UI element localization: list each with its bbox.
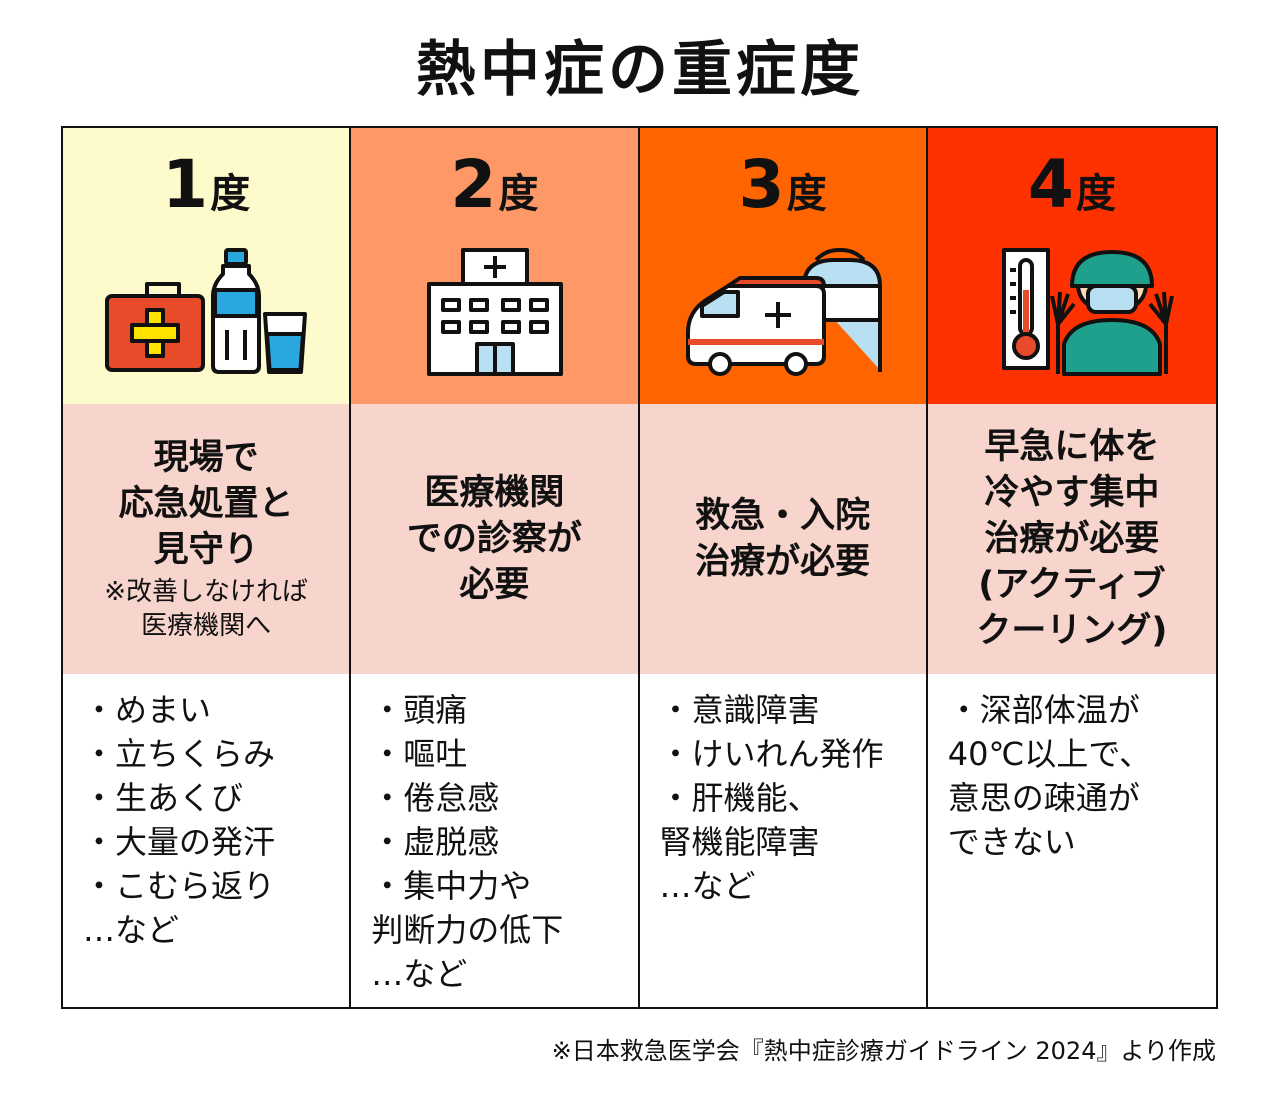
page-title: 熱中症の重症度 — [416, 35, 864, 105]
severity-table: 1度 — [61, 126, 1218, 1009]
symptom-list-2: ・頭痛 ・嘔吐 ・倦怠感 ・虚脱感 ・集中力や 判断力の低下 …など — [351, 674, 638, 1007]
severity-level-4: 4度 — [928, 150, 1216, 237]
level-number: 3 — [738, 146, 785, 223]
level-number: 4 — [1027, 146, 1074, 223]
need-text: 救急・入院 治療が必要 — [695, 496, 871, 582]
emergency-icons — [685, 248, 882, 376]
severity-header-2: 2度 — [351, 128, 638, 404]
level-unit: 度 — [498, 171, 539, 217]
need-text: 医療機関 での診察が 必要 — [406, 473, 582, 605]
hospital-icon — [427, 248, 564, 376]
treatment-need-3: 救急・入院 治療が必要 — [639, 404, 926, 674]
level-unit: 度 — [1075, 171, 1116, 217]
symptom-list-4: ・深部体温が 40℃以上で、 意思の疎通が できない — [927, 674, 1216, 1007]
source-note: ※日本救急医学会『熱中症診療ガイドライン 2024』より作成 — [551, 1037, 1216, 1065]
ambulance-icon — [685, 276, 826, 376]
symptom-list-3: ・意識障害 ・けいれん発作 ・肝機能、 腎機能障害 …など — [639, 674, 926, 1007]
severity-header-4: 4度 — [927, 128, 1216, 404]
treatment-need-1: 現場で 応急処置と 見守り ※改善しなければ 医療機関へ — [63, 404, 350, 674]
water-bottle-icon — [211, 248, 261, 374]
severity-column-4: 4度 — [927, 128, 1216, 1007]
treatment-need-4: 早急に体を 冷やす集中 治療が必要 (アクティブ クーリング) — [927, 404, 1216, 674]
severity-header-1: 1度 — [63, 128, 350, 404]
severity-column-1: 1度 — [63, 128, 352, 1007]
water-glass-icon — [263, 312, 307, 374]
intensive-care-icons — [1001, 248, 1174, 376]
need-text: 現場で 応急処置と 見守り — [118, 438, 294, 570]
first-aid-supplies-icons — [105, 248, 307, 374]
treatment-need-2: 医療機関 での診察が 必要 — [351, 404, 638, 674]
severity-column-2: 2度 医療機関 での診察が 必要 ・頭痛 ・嘔吐 ・倦怠感 ・虚脱感 ・集 — [351, 128, 640, 1007]
symptom-list-1: ・めまい ・立ちくらみ ・生あくび ・大量の発汗 ・こむら返り …など — [63, 674, 350, 1007]
severity-level-3: 3度 — [640, 150, 926, 237]
level-number: 2 — [450, 146, 497, 223]
level-number: 1 — [162, 146, 209, 223]
severity-column-3: 3度 救急・入院 治療が必要 — [639, 128, 928, 1007]
severity-header-3: 3度 — [639, 128, 926, 404]
severity-level-1: 1度 — [63, 150, 349, 237]
need-note: ※改善しなければ 医療機関へ — [104, 577, 309, 641]
surgeon-icon — [1049, 250, 1174, 376]
thermometer-icon — [1001, 248, 1050, 370]
need-text: 早急に体を 冷やす集中 治療が必要 (アクティブ クーリング) — [976, 427, 1168, 651]
level-unit: 度 — [786, 171, 827, 217]
level-unit: 度 — [210, 171, 251, 217]
first-aid-kit-icon — [105, 282, 205, 372]
severity-level-2: 2度 — [351, 150, 637, 237]
